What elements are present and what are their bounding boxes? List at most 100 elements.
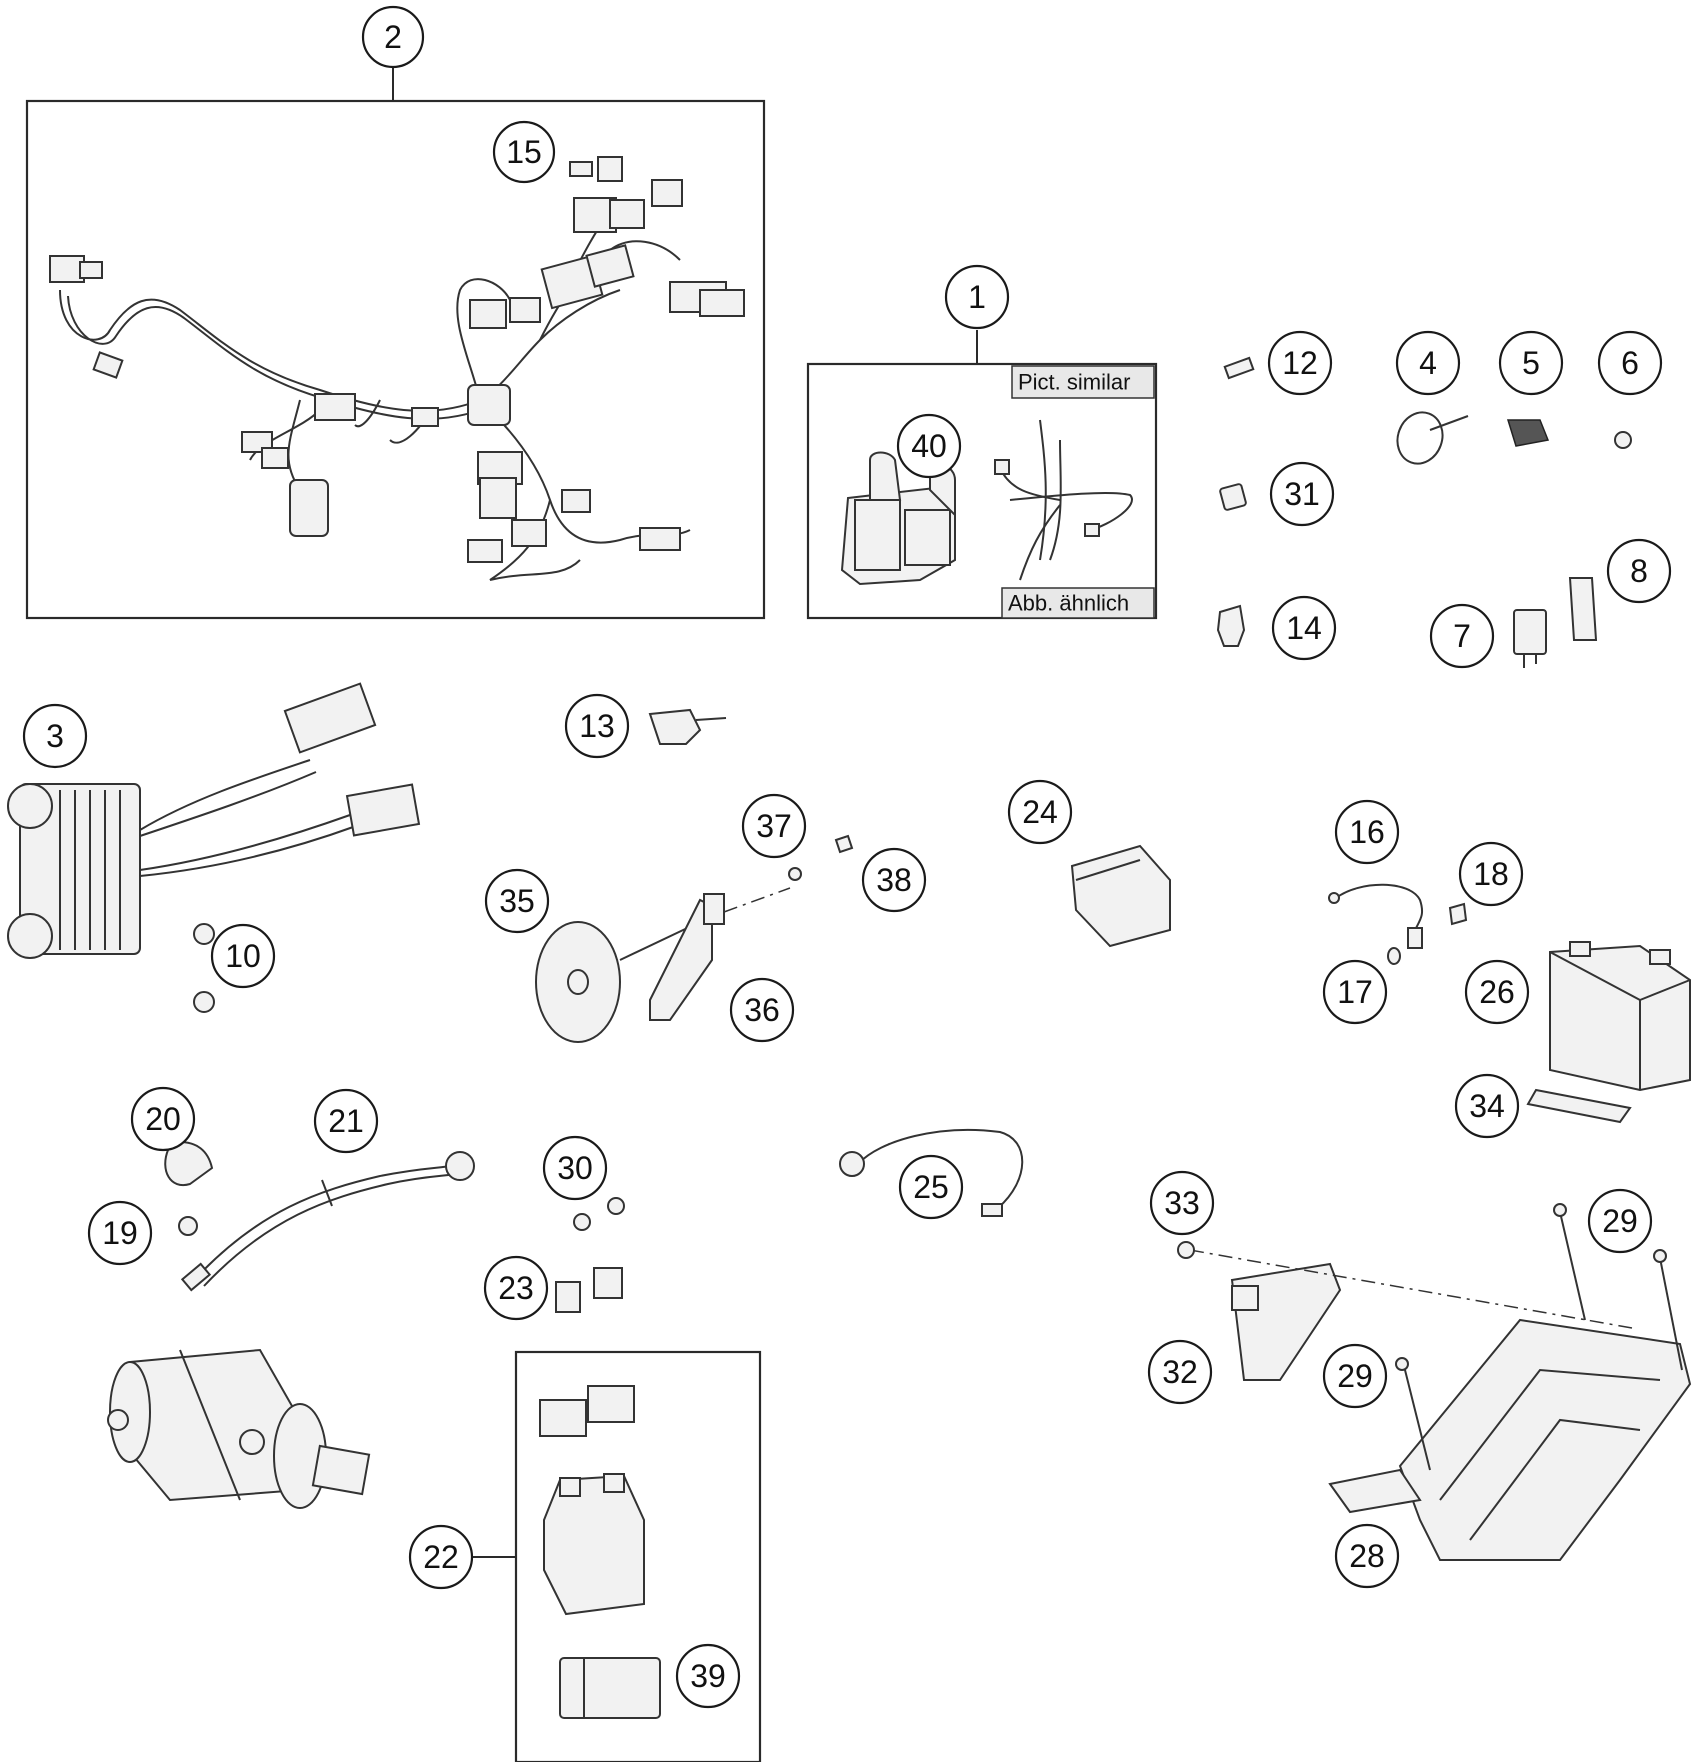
callout-13-label: 13	[579, 708, 615, 744]
part-17-drawing	[1387, 947, 1401, 965]
pict-similar-note: Pict. similar	[1018, 370, 1130, 395]
callout-33-label: 33	[1164, 1185, 1200, 1221]
part-25-drawing	[839, 1128, 1024, 1217]
callout-12-label: 12	[1282, 345, 1318, 381]
part-5-drawing	[1506, 419, 1550, 447]
part-6-drawing	[1614, 431, 1632, 449]
callout-15-label: 15	[506, 134, 542, 170]
part-24-drawing	[1070, 844, 1171, 948]
callout-39-label: 39	[690, 1658, 726, 1694]
callout-24-label: 24	[1022, 794, 1058, 830]
callout-21: 21	[313, 1088, 379, 1154]
callout-20: 20	[130, 1086, 196, 1152]
callout-33: 33	[1149, 1170, 1215, 1236]
wiring-harness-drawing	[49, 156, 745, 581]
starter-motor-drawing	[107, 1348, 371, 1509]
pict-similar-box	[1011, 365, 1155, 399]
battery-drawing	[1549, 941, 1691, 1092]
callout-20-label: 20	[145, 1101, 181, 1137]
callout-40-label: 40	[911, 428, 947, 464]
part-23-drawing	[555, 1267, 623, 1313]
callout-2: 2	[361, 5, 425, 69]
connector	[49, 255, 85, 283]
callout-30: 30	[542, 1135, 608, 1201]
regulator-drawing	[7, 682, 421, 959]
callout-32-label: 32	[1162, 1354, 1198, 1390]
callout-29-top-label: 29	[1602, 1203, 1638, 1239]
callout-28-label: 28	[1349, 1538, 1385, 1574]
callout-12: 12	[1267, 330, 1333, 396]
callout-34: 34	[1454, 1073, 1520, 1139]
callout-3-label: 3	[46, 718, 64, 754]
part-10-drawing	[193, 923, 215, 1013]
control-unit-frame	[806, 362, 1158, 620]
part-14-drawing	[1216, 604, 1246, 647]
callout-6: 6	[1597, 330, 1663, 396]
abb-aehnlich-note: Abb. ähnlich	[1008, 591, 1129, 616]
callout-29-top: 29	[1587, 1188, 1653, 1254]
callout-24: 24	[1007, 779, 1073, 845]
callout-29-bottom-label: 29	[1337, 1358, 1373, 1394]
callout-25: 25	[898, 1154, 964, 1220]
callout-18: 18	[1458, 841, 1524, 907]
starter-relay-drawing	[539, 1385, 661, 1719]
callout-4: 4	[1395, 330, 1461, 396]
callout-36: 36	[729, 977, 795, 1043]
callout-5-label: 5	[1522, 345, 1540, 381]
callout-17: 17	[1322, 959, 1388, 1025]
part-19-drawing	[178, 1216, 198, 1236]
callout-40: 40	[896, 413, 962, 479]
callout-34-label: 34	[1469, 1088, 1505, 1124]
callout-19-label: 19	[102, 1215, 138, 1251]
part-13-drawing	[648, 708, 727, 745]
callout-17-label: 17	[1337, 974, 1373, 1010]
part-8-drawing	[1568, 577, 1598, 641]
callout-22-label: 22	[423, 1539, 459, 1575]
callout-37-label: 37	[756, 808, 792, 844]
part-34-drawing	[1526, 1088, 1632, 1124]
callout-8: 8	[1606, 538, 1672, 604]
callout-3: 3	[22, 703, 88, 769]
callout-38: 38	[861, 847, 927, 913]
callout-31: 31	[1269, 461, 1335, 527]
callout-16-label: 16	[1349, 814, 1385, 850]
part-12-drawing	[1223, 356, 1255, 380]
callout-10-label: 10	[225, 938, 261, 974]
callout-16: 16	[1334, 799, 1400, 865]
part-21-drawing	[180, 1151, 475, 1292]
control-unit-drawing	[840, 419, 1133, 586]
callout-10: 10	[210, 923, 276, 989]
callout-38-label: 38	[876, 862, 912, 898]
part-18-drawing	[1448, 902, 1468, 926]
callout-1-label: 1	[968, 279, 986, 315]
callout-26: 26	[1464, 959, 1530, 1025]
part-4-drawing	[1396, 411, 1469, 465]
part-7-drawing	[1513, 609, 1547, 668]
callout-32: 32	[1147, 1339, 1213, 1405]
callout-23: 23	[483, 1255, 549, 1321]
callout-7: 7	[1429, 603, 1495, 669]
callout-35: 35	[484, 868, 550, 934]
callout-18-label: 18	[1473, 856, 1509, 892]
abb-aehnlich-box	[1001, 587, 1155, 619]
callout-1: 1	[944, 264, 1010, 330]
callout-25-label: 25	[913, 1169, 949, 1205]
callout-29-bottom: 29	[1322, 1343, 1388, 1409]
callout-14-label: 14	[1286, 610, 1322, 646]
battery-holder-drawing	[1177, 1203, 1692, 1561]
part-20-drawing	[164, 1140, 214, 1187]
wiring-harness-frame	[25, 99, 766, 620]
callout-19: 19	[87, 1200, 153, 1266]
horn-drawing	[535, 834, 854, 1043]
callout-15: 15	[492, 120, 556, 184]
callout-7-label: 7	[1453, 618, 1471, 654]
callout-35-label: 35	[499, 883, 535, 919]
callout-36-label: 36	[744, 992, 780, 1028]
part-16-drawing	[1328, 883, 1424, 949]
callout-23-label: 23	[498, 1270, 534, 1306]
callout-13: 13	[564, 693, 630, 759]
callout-28: 28	[1334, 1523, 1400, 1589]
callout-4-label: 4	[1419, 345, 1437, 381]
callout-21-label: 21	[328, 1103, 364, 1139]
